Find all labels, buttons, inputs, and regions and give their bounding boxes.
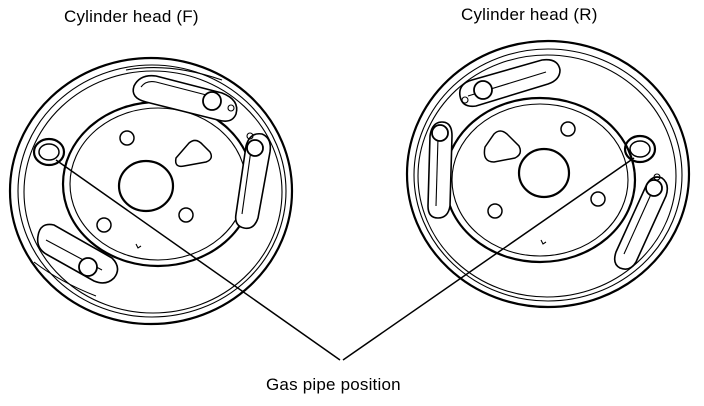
rear-d-port [483,130,522,163]
front-bottom-plate [33,223,119,297]
front-bolt-hole [178,207,194,223]
rear-head-label: Cylinder head (R) [461,5,598,24]
cylinder-head-front [8,56,294,326]
gas-pipe-position-label: Gas pipe position [266,375,401,394]
gas-pipe-leader-lines [55,157,635,361]
rear-center-bore [517,147,571,199]
rear-center-boss [443,96,637,264]
rear-bolt-hole [487,203,503,219]
front-top-plate [125,66,238,122]
front-bolt-hole [96,217,112,233]
front-d-port [174,139,213,168]
rear-top-plate [458,58,561,108]
front-right-plate [234,132,272,230]
rear-right-plate [613,173,669,270]
front-bolt-hole [119,130,135,146]
cylinder-head-rear [405,39,691,309]
rear-bolt-hole [560,121,576,137]
rear-left-plate [427,121,453,219]
rear-gas-pipe-port [623,134,657,164]
rear-bolt-hole [590,191,606,207]
front-center-bore [117,159,175,213]
front-center-boss [61,100,255,268]
front-gas-pipe-port [32,137,66,167]
front-head-label: Cylinder head (F) [64,7,199,26]
